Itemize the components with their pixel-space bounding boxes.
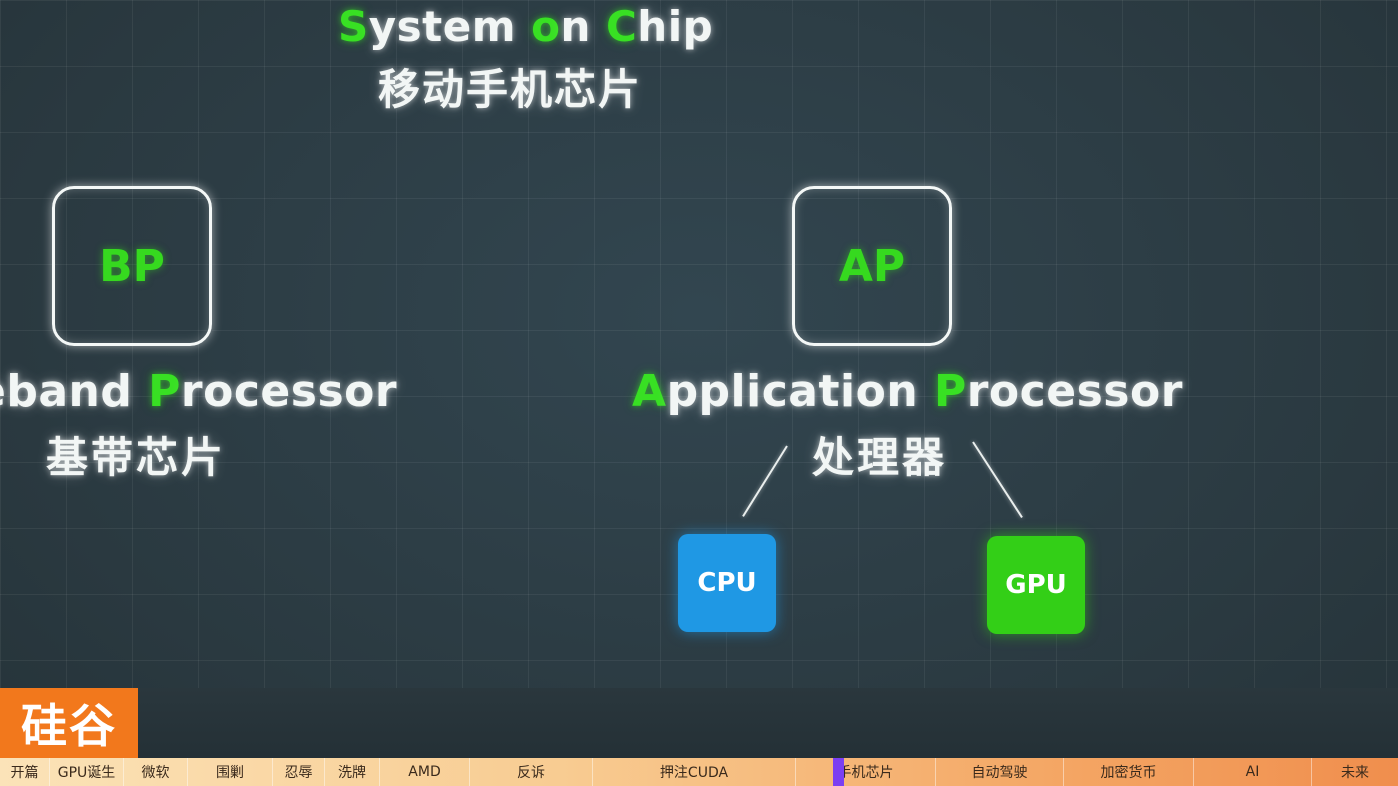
chapter-timeline[interactable]: 开篇 GPU诞生 微软 围剿 忍辱 洗牌 AMD 反诉 押注CUDA 手机芯片 … (0, 758, 1398, 786)
chapter-label: 洗牌 (338, 765, 366, 781)
soc-subtitle: 移动手机芯片 (378, 65, 643, 114)
soc-title-o: o (531, 2, 561, 51)
ap-processor-name: Application Processor (632, 366, 1183, 417)
ap-name-highlight-p: P (933, 366, 967, 417)
chapter-label: AI (1245, 764, 1260, 780)
soc-title-ystem: ystem (368, 2, 532, 51)
cpu-block: CPU (678, 534, 776, 632)
bp-name-part2: rocessor (180, 366, 398, 417)
bp-name-highlight: P (148, 366, 181, 417)
chapter-gpu-birth[interactable]: GPU诞生 (50, 758, 124, 786)
chapter-endure[interactable]: 忍辱 (273, 758, 325, 786)
chapter-label: 反诉 (517, 765, 545, 781)
chapter-mobile-chips[interactable]: 手机芯片 (796, 758, 936, 786)
gpu-block: GPU (987, 536, 1085, 634)
chapter-label: 加密货币 (1100, 765, 1157, 781)
ap-name-part1: pplication (666, 366, 934, 417)
bp-name-part1: eband (0, 366, 133, 417)
soc-title: System on Chip (338, 2, 713, 51)
chapter-ai[interactable]: AI (1194, 758, 1312, 786)
soc-title-s: S (338, 2, 369, 51)
soc-title-c: C (605, 2, 638, 51)
chapter-amd[interactable]: AMD (380, 758, 470, 786)
chapter-label: 自动驾驶 (971, 765, 1028, 781)
chapter-label: AMD (408, 764, 441, 780)
bp-chip-box: BP (52, 186, 212, 346)
chapter-microsoft[interactable]: 微软 (124, 758, 188, 786)
chapter-countersue[interactable]: 反诉 (470, 758, 593, 786)
chapter-label: 开篇 (10, 765, 39, 781)
chapter-label: 押注CUDA (659, 765, 729, 781)
channel-logo: 硅谷 (0, 688, 138, 758)
chapter-crypto[interactable]: 加密货币 (1064, 758, 1194, 786)
chapter-bet-cuda[interactable]: 押注CUDA (593, 758, 796, 786)
playback-position-marker[interactable] (833, 758, 844, 786)
ap-subtitle: 处理器 (812, 433, 948, 482)
chapter-autonomous-driving[interactable]: 自动驾驶 (936, 758, 1064, 786)
bottom-band (0, 688, 1398, 758)
ap-chip-box: AP (792, 186, 952, 346)
chapter-label: 微软 (141, 765, 170, 781)
ap-to-gpu-connector (972, 441, 1023, 519)
chapter-siege[interactable]: 围剿 (188, 758, 273, 786)
bp-chip-label: BP (99, 240, 165, 292)
ap-name-highlight-a: A (632, 366, 667, 417)
bp-subtitle: 基带芯片 (46, 433, 227, 482)
bp-processor-name: eband Processor (0, 366, 397, 417)
chapter-label: GPU诞生 (57, 765, 116, 781)
soc-title-n: n (560, 2, 606, 51)
chapter-reshuffle[interactable]: 洗牌 (325, 758, 380, 786)
chapter-future[interactable]: 未来 (1312, 758, 1398, 786)
cpu-label: CPU (697, 568, 757, 598)
ap-chip-label: AP (838, 240, 906, 292)
chapter-label: 围剿 (216, 765, 244, 781)
channel-logo-text: 硅谷 (21, 699, 117, 753)
ap-name-part2: rocessor (966, 366, 1183, 417)
ap-to-cpu-connector (742, 445, 788, 517)
chapter-label: 未来 (1341, 765, 1369, 781)
chapter-kaipian[interactable]: 开篇 (0, 758, 50, 786)
soc-title-hip: hip (637, 2, 714, 51)
chapter-label: 手机芯片 (837, 765, 894, 781)
gpu-label: GPU (1005, 570, 1067, 600)
chapter-label: 忍辱 (284, 765, 313, 781)
